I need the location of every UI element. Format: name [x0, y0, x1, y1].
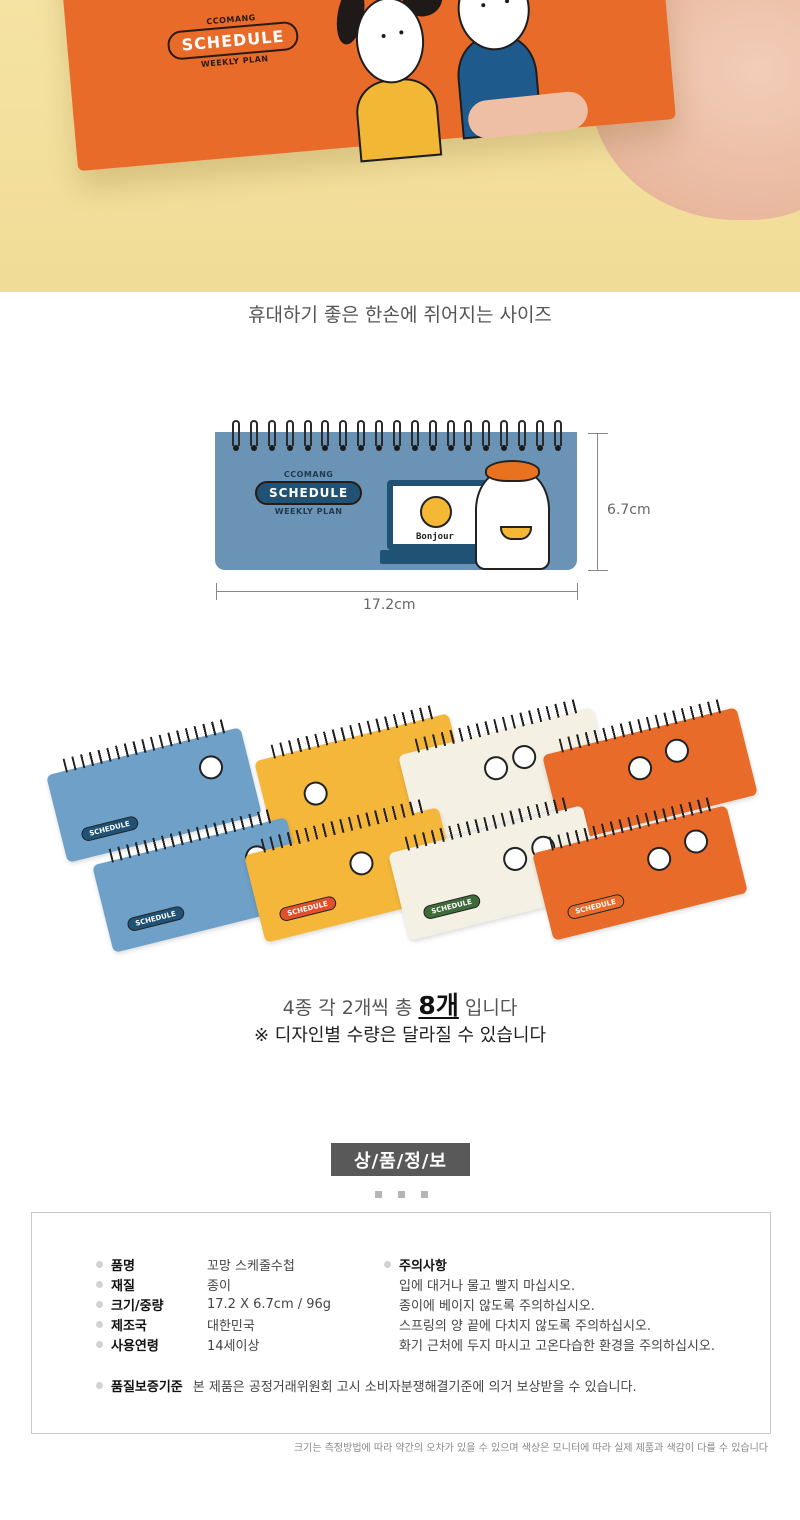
- width-cap-right: [577, 583, 578, 600]
- screen-text: Bonjour: [416, 532, 454, 542]
- bear-illustration: [475, 470, 550, 570]
- spec-row: 크기/중량 17.2 X 6.7cm / 96g: [96, 1295, 331, 1314]
- size-color-disclaimer: 크기는 측정방법에 따라 약간의 오차가 있을 수 있으며 색상은 모니터에 따…: [293, 1443, 768, 1454]
- bullet-icon: [384, 1261, 391, 1268]
- width-cap-left: [216, 583, 217, 600]
- size-caption: 휴대하기 좋은 한손에 쥐어지는 사이즈: [248, 304, 552, 326]
- beret-icon: [485, 460, 540, 482]
- divider-dots: [375, 1191, 428, 1198]
- design-quantity-notice: ※ 디자인별 수량은 달라질 수 있습니다: [253, 1025, 547, 1046]
- dimension-logo: CCOMANG SCHEDULE WEEKLY PLAN: [255, 470, 363, 516]
- caution-line: 화기 근처에 두지 마시고 고온다습한 환경을 주의하십시오.: [399, 1339, 715, 1354]
- spec-row: 제조국 대한민국: [96, 1315, 255, 1334]
- bullet-icon: [96, 1301, 103, 1308]
- quantity-highlight: 8개: [418, 991, 459, 1020]
- spec-row: 재질 종이: [96, 1275, 231, 1294]
- quantity-prefix: 4종 각 2개씩 총: [282, 997, 413, 1019]
- spec-row: 품명 꼬망 스케줄수첩: [96, 1255, 295, 1274]
- hero-notebook-cover: CCOMANG SCHEDULE WEEKLY PLAN: [58, 0, 676, 172]
- bullet-icon: [96, 1341, 103, 1348]
- spiral-binding: [232, 420, 562, 451]
- quantity-suffix: 입니다: [464, 997, 518, 1019]
- warranty-row: 품질보증기준 본 제품은 공정거래위원회 고시 소비자분쟁해결기준에 의거 보상…: [96, 1376, 637, 1395]
- height-dimension-line: [597, 433, 598, 570]
- width-label: 17.2cm: [363, 597, 416, 613]
- quantity-line: 4종 각 2개씩 총 8개 입니다: [0, 986, 800, 1022]
- notebook-set-photo: SCHEDULE SCHEDULE SCHEDULE SCHEDULE SCHE…: [40, 699, 760, 980]
- laptop-base: [380, 550, 495, 564]
- logo-subtitle: WEEKLY PLAN: [274, 507, 343, 516]
- height-cap-bottom: [588, 570, 608, 571]
- yellow-hoodie: [353, 75, 443, 163]
- smiley-icon: [420, 496, 452, 528]
- caution-heading: 주의사항: [384, 1255, 447, 1274]
- logo-title: SCHEDULE: [166, 20, 300, 61]
- caution-line: 입에 대거나 물고 빨지 마십시오.: [399, 1279, 576, 1294]
- bullet-icon: [96, 1281, 103, 1288]
- logo-title: SCHEDULE: [255, 481, 363, 505]
- product-info-box: [31, 1212, 771, 1434]
- caution-line: 종이에 베이지 않도록 주의하십시오.: [399, 1299, 595, 1314]
- caution-line: 스프링의 양 끝에 다치지 않도록 주의하십시오.: [399, 1319, 652, 1334]
- width-dimension-line: [216, 591, 577, 592]
- height-label: 6.7cm: [607, 502, 651, 518]
- height-cap-top: [588, 433, 608, 434]
- bullet-icon: [96, 1261, 103, 1268]
- spec-row: 사용연령 14세이상: [96, 1335, 259, 1354]
- bullet-icon: [96, 1321, 103, 1328]
- logo-brand: CCOMANG: [283, 470, 334, 479]
- hero-photo: CCOMANG SCHEDULE WEEKLY PLAN: [0, 0, 800, 292]
- bullet-icon: [96, 1382, 103, 1389]
- hero-logo: CCOMANG SCHEDULE WEEKLY PLAN: [165, 10, 300, 72]
- product-info-title: 상/품/정/보: [331, 1143, 470, 1176]
